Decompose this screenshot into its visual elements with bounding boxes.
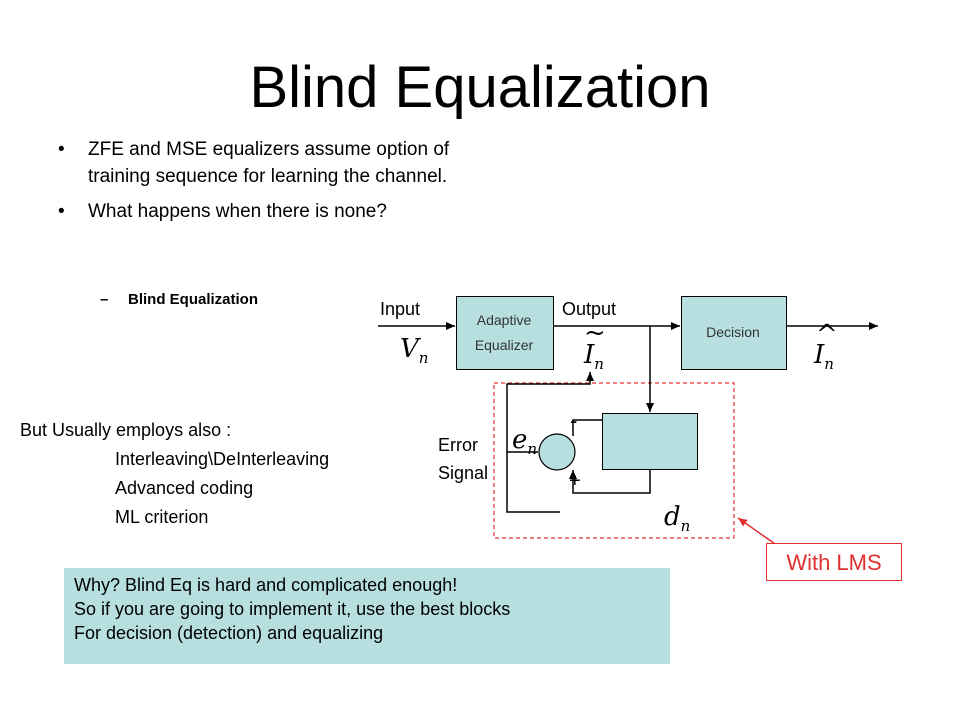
decision-block xyxy=(681,296,787,370)
minus-path xyxy=(572,419,602,436)
bullet-text: What happens when there is none? xyxy=(88,201,387,222)
slide-title: Blind Equalization xyxy=(249,55,711,120)
usually-heading: But Usually employs also : xyxy=(20,420,232,440)
input-label: Input xyxy=(380,299,421,319)
decision-label: Decision xyxy=(706,324,760,340)
error-feedback-arrow xyxy=(506,372,594,453)
error-symbol: en xyxy=(512,425,538,459)
plus-path xyxy=(569,468,651,494)
bullet-dot: • xyxy=(58,201,65,222)
bullet-item: • ZFE and MSE equalizers assume option o… xyxy=(58,136,458,190)
summing-node xyxy=(538,433,576,471)
output-label: Output xyxy=(562,299,617,319)
note-box: Why? Blind Eq is hard and complicated en… xyxy=(64,568,670,664)
lms-dashed-region xyxy=(493,382,735,539)
equalizer-label-line2: Equalizer xyxy=(474,337,534,353)
bullet-item: • What happens when there is none? xyxy=(58,198,458,225)
decision-output-symbol: ^In xyxy=(814,320,838,374)
with-lms-callout: With LMS xyxy=(766,543,902,581)
minus-sign: - xyxy=(570,408,578,433)
sub-bullet-dash: – xyxy=(100,291,109,308)
equalizer-output-symbol: ~In xyxy=(584,318,606,374)
callout-arrow xyxy=(737,517,779,547)
usually-item: Interleaving\DeInterleaving xyxy=(115,449,330,469)
sub-bullet-text: Blind Equalization xyxy=(128,291,258,308)
sub-bullet: – Blind Equalization xyxy=(100,291,258,308)
error-label-line2: Signal xyxy=(438,463,489,483)
note-line: So if you are going to implement it, use… xyxy=(74,599,511,619)
input-symbol: Vn xyxy=(400,334,429,368)
bullet-text: ZFE and MSE equalizers assume option of … xyxy=(88,139,450,187)
desired-symbol: dn xyxy=(664,502,691,536)
usually-block: But Usually employs also : Interleaving\… xyxy=(20,416,329,532)
plus-sign: + xyxy=(569,470,581,492)
reference-block xyxy=(602,413,698,470)
usually-item: ML criterion xyxy=(115,507,209,527)
desired-feedback-path xyxy=(506,452,560,513)
adaptive-equalizer-block xyxy=(456,296,554,370)
usually-item: Advanced coding xyxy=(115,478,254,498)
equalizer-label-line1: Adaptive xyxy=(476,312,532,328)
bullet-dot: • xyxy=(58,139,65,160)
note-line: For decision (detection) and equalizing xyxy=(74,623,384,643)
note-line: Why? Blind Eq is hard and complicated en… xyxy=(74,575,458,595)
bullet-list: • ZFE and MSE equalizers assume option o… xyxy=(58,136,458,233)
error-label-line1: Error xyxy=(438,435,478,455)
